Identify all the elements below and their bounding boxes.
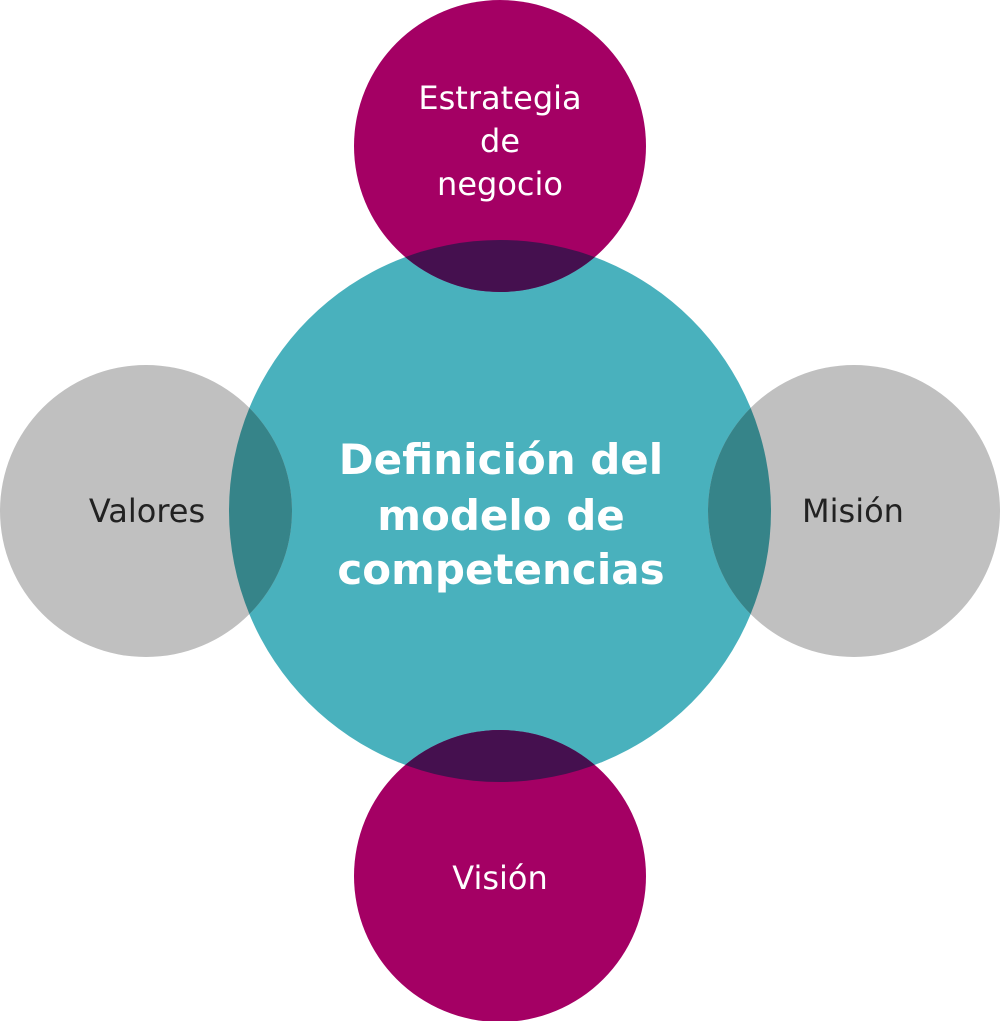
right-label: Misión bbox=[802, 492, 904, 530]
circle-left bbox=[0, 365, 292, 657]
center-label-line-3: competencias bbox=[337, 545, 664, 594]
top-label-line-3: negocio bbox=[437, 165, 563, 203]
circle-center bbox=[229, 240, 771, 782]
center-label-line-2: modelo de bbox=[377, 491, 625, 540]
bottom-label: Visión bbox=[452, 859, 548, 897]
center-label-line-1: Definición del bbox=[339, 435, 663, 484]
left-label: Valores bbox=[89, 492, 205, 530]
circle-top bbox=[354, 0, 646, 292]
top-label-line-1: Estrategia bbox=[418, 79, 581, 117]
circle-bottom bbox=[354, 730, 646, 1021]
circle-right bbox=[708, 365, 1000, 657]
top-label-line-2: de bbox=[480, 122, 520, 160]
